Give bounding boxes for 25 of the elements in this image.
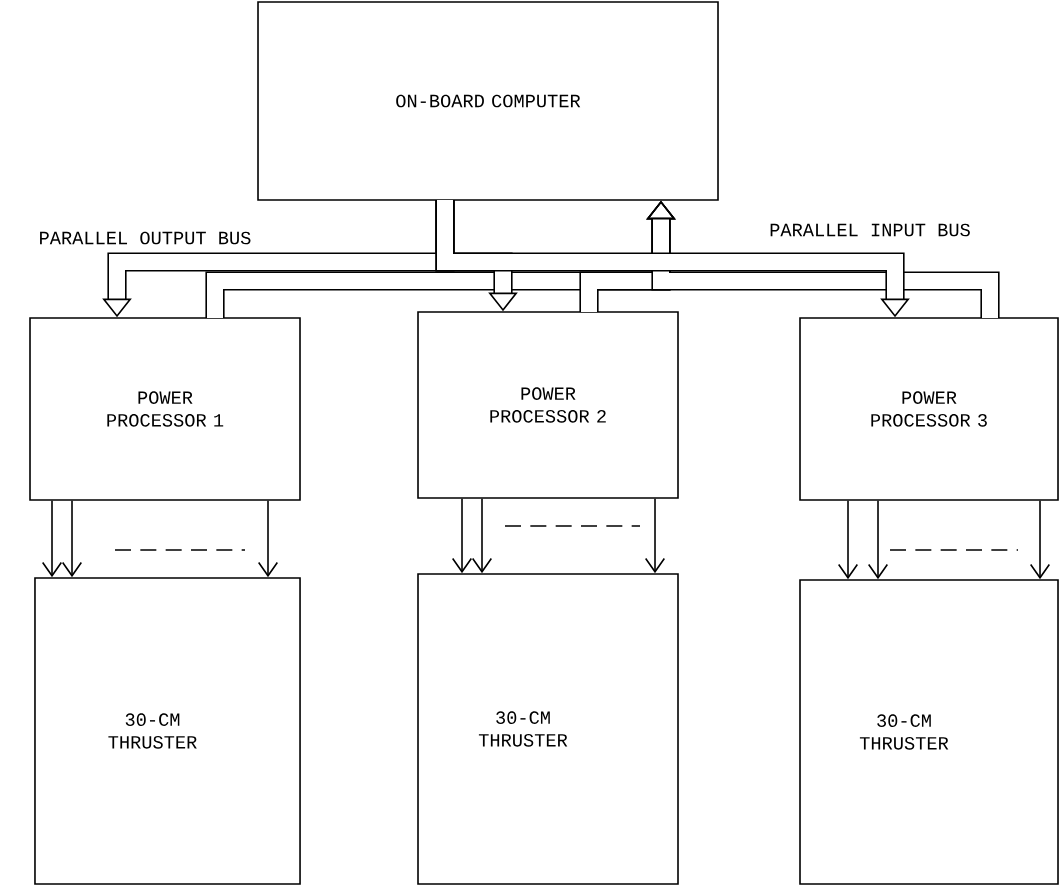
box-text: POWER PROCESSOR 2 [490, 387, 606, 423]
processor-box [799, 317, 1059, 501]
arrow [867, 500, 889, 580]
box-text: 30-CM THRUSTER [478, 711, 568, 747]
box-text: POWER PROCESSOR 1 [107, 391, 224, 427]
arrow [451, 498, 473, 574]
thruster-box [417, 573, 679, 885]
arrow [644, 498, 666, 574]
bus-label: PARALLEL OUTPUT BUS [40, 231, 251, 245]
arrow [1029, 500, 1051, 580]
thruster-box [799, 579, 1059, 885]
box-text: 30-CM THRUSTER [108, 713, 197, 749]
processor-box [29, 317, 301, 501]
computer-box [257, 1, 719, 201]
box-text: 30-CM THRUSTER [859, 714, 949, 750]
arrow [41, 500, 63, 578]
bus-label: PARALLEL INPUT BUS [770, 223, 970, 237]
thruster-box [34, 577, 301, 885]
arrow [837, 500, 859, 580]
box-text: POWER PROCESSOR 3 [871, 391, 987, 427]
arrow [61, 500, 83, 578]
box-text: ON-BOARD COMPUTER [396, 94, 581, 108]
arrow [471, 498, 493, 574]
arrow [257, 500, 279, 578]
processor-box [417, 311, 679, 499]
